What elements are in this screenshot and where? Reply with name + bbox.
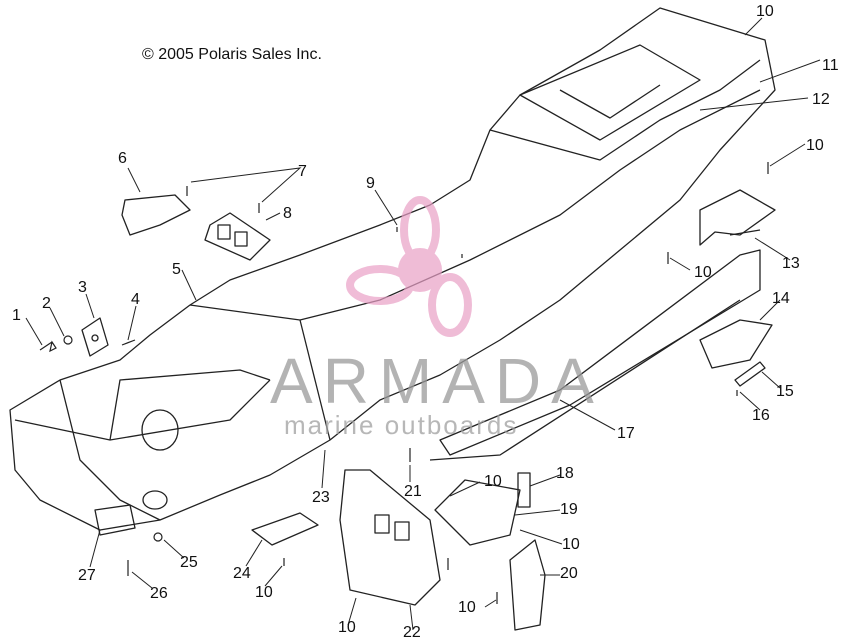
part-9-rivets <box>396 227 463 258</box>
watermark-tagline: marine outboards <box>284 410 519 440</box>
copyright-text: © 2005 Polaris Sales Inc. <box>142 46 322 63</box>
callout-10-mid: 10 <box>694 264 712 281</box>
callout-15: 15 <box>776 383 794 400</box>
part-25-nut <box>153 532 163 542</box>
part-14-pad <box>699 319 773 369</box>
chassis-front-panel <box>14 379 271 441</box>
callout-10-22: 10 <box>338 619 356 636</box>
chassis-outline <box>9 7 776 531</box>
callout-24: 24 <box>233 565 251 582</box>
callout-19: 19 <box>560 501 578 518</box>
callout-11: 11 <box>822 57 839 74</box>
chassis-seat-area <box>489 59 761 161</box>
part-22-plate <box>339 469 441 606</box>
part-10-rivets <box>283 162 769 604</box>
chassis-top-deck <box>189 89 761 321</box>
part-20-panel <box>509 539 546 631</box>
part-27-bracket <box>94 504 136 536</box>
part-24-plate <box>251 512 319 546</box>
callout-22: 22 <box>403 624 421 639</box>
part-19-bracket <box>434 479 521 546</box>
callout-6: 6 <box>118 150 127 167</box>
callout-12: 12 <box>812 91 830 108</box>
callout-3: 3 <box>78 279 87 296</box>
part-3-bracket <box>81 317 109 357</box>
callout-10-bottom-right: 10 <box>458 599 476 616</box>
callout-21: 21 <box>404 483 422 500</box>
callout-25: 25 <box>180 554 198 571</box>
running-board <box>439 249 761 456</box>
callout-4: 4 <box>131 291 140 308</box>
callout-20: 20 <box>560 565 578 582</box>
callout-17: 17 <box>617 425 635 442</box>
part-7-rivets <box>186 186 260 213</box>
part-6-bracket <box>121 194 191 236</box>
callout-23: 23 <box>312 489 330 506</box>
callout-1: 1 <box>12 307 21 324</box>
callout-8: 8 <box>283 205 292 222</box>
callout-14: 14 <box>772 290 790 307</box>
callout-7: 7 <box>298 163 307 180</box>
callout-26: 26 <box>150 585 168 602</box>
seat-recess-inner <box>559 84 661 119</box>
part-2-washer <box>63 335 73 345</box>
callout-27: 27 <box>78 567 96 584</box>
callout-2: 2 <box>42 295 51 312</box>
chassis-front-bulkhead <box>59 379 161 521</box>
chassis-hole-2 <box>142 490 168 510</box>
callout-10-right: 10 <box>806 137 824 154</box>
callout-5: 5 <box>172 261 181 278</box>
watermark-propeller-icon <box>346 196 472 337</box>
watermark-brand: ARMADA <box>270 345 604 417</box>
chassis-hole <box>141 409 179 451</box>
callout-13: 13 <box>782 255 800 272</box>
part-13-bracket <box>699 189 776 246</box>
callout-9: 9 <box>366 175 375 192</box>
part-4-bolt <box>121 339 136 346</box>
chassis-tunnel-side <box>299 319 331 441</box>
chassis-inner-floor <box>109 369 271 441</box>
part-1-bolt <box>39 340 57 353</box>
callout-10-top: 10 <box>756 3 774 20</box>
part-8-plate <box>204 212 271 261</box>
part-15-strip <box>734 361 766 387</box>
seat-recess <box>519 44 701 141</box>
callout-10-19: 10 <box>562 536 580 553</box>
callout-18: 18 <box>556 465 574 482</box>
callout-10-lower: 10 <box>484 473 502 490</box>
callout-10-24: 10 <box>255 584 273 601</box>
callout-16: 16 <box>752 407 770 424</box>
